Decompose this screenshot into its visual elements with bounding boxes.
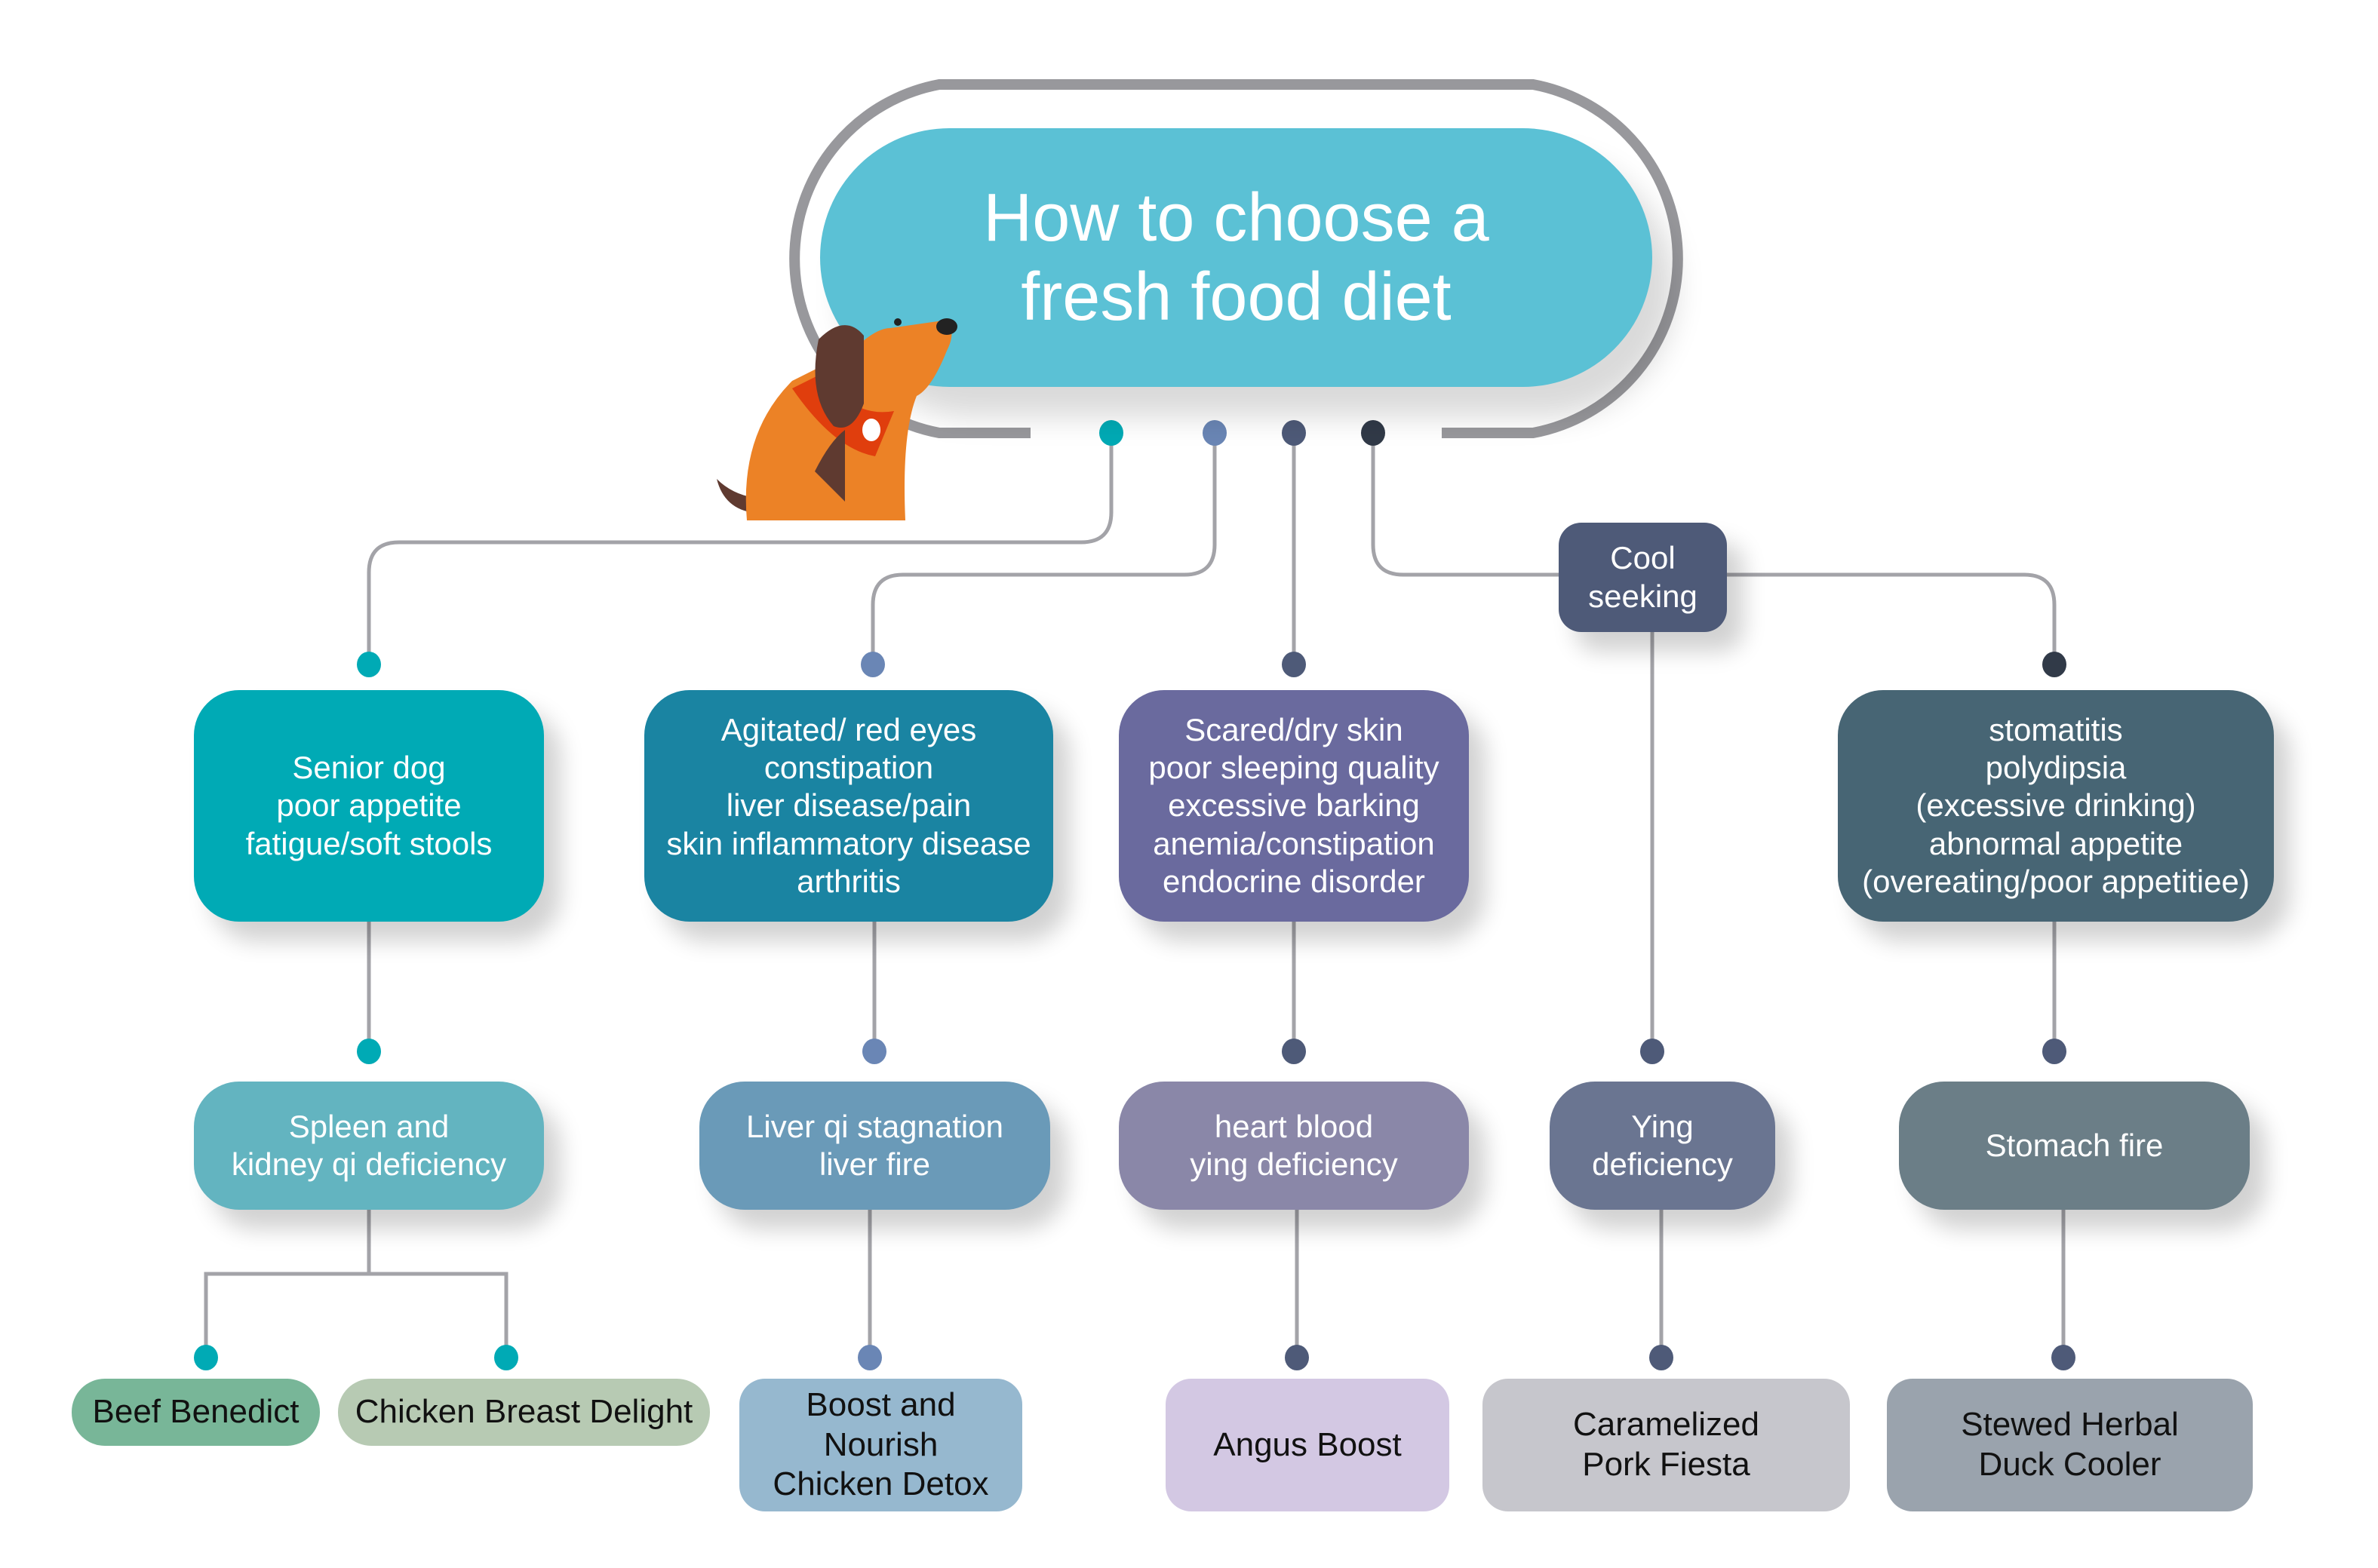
dot bbox=[1285, 1345, 1309, 1370]
dog-icon bbox=[717, 318, 957, 520]
dot bbox=[1099, 420, 1123, 446]
dot bbox=[357, 652, 381, 677]
symptom-box: Scared/dry skin poor sleeping quality ex… bbox=[1119, 690, 1469, 922]
connector-2 bbox=[871, 433, 1217, 664]
dot bbox=[2042, 652, 2066, 677]
dot bbox=[1282, 652, 1306, 677]
diagnosis-box: Liver qi stagnation liver fire bbox=[699, 1082, 1050, 1210]
food-box: Beef Benedict bbox=[72, 1379, 320, 1446]
page-title: How to choose a fresh food diet bbox=[820, 128, 1652, 387]
food-box: Chicken Breast Delight bbox=[338, 1379, 710, 1446]
dot bbox=[194, 1345, 218, 1370]
dot bbox=[1649, 1345, 1673, 1370]
dot bbox=[1640, 1039, 1664, 1064]
dot bbox=[494, 1345, 518, 1370]
dot bbox=[2042, 1039, 2066, 1064]
diagnosis-box: Stomach fire bbox=[1899, 1082, 2250, 1210]
diagnosis-box: Spleen and kidney qi deficiency bbox=[194, 1082, 544, 1210]
dot bbox=[357, 1039, 381, 1064]
dot bbox=[858, 1345, 882, 1370]
food-box: Stewed Herbal Duck Cooler bbox=[1887, 1379, 2253, 1511]
dot bbox=[2051, 1345, 2075, 1370]
connector-1 bbox=[367, 433, 1114, 664]
cool-seeking-label: Cool seeking bbox=[1559, 523, 1727, 632]
food-box: Angus Boost bbox=[1166, 1379, 1449, 1511]
diagnosis-box: heart blood ying deficiency bbox=[1119, 1082, 1469, 1210]
diagnosis-box: Ying deficiency bbox=[1550, 1082, 1775, 1210]
food-box: Boost and Nourish Chicken Detox bbox=[739, 1379, 1022, 1511]
food-box: Caramelized Pork Fiesta bbox=[1482, 1379, 1850, 1511]
dot bbox=[1282, 1039, 1306, 1064]
symptom-box: Senior dog poor appetite fatigue/soft st… bbox=[194, 690, 544, 922]
dot bbox=[1282, 420, 1306, 446]
dot bbox=[862, 1039, 886, 1064]
symptom-box: Agitated/ red eyes constipation liver di… bbox=[644, 690, 1053, 922]
symptom-box: stomatitis polydipsia (excessive drinkin… bbox=[1838, 690, 2274, 922]
dot bbox=[1361, 420, 1385, 446]
dot bbox=[1203, 420, 1227, 446]
dot bbox=[861, 652, 885, 677]
title-ring bbox=[789, 79, 1683, 438]
